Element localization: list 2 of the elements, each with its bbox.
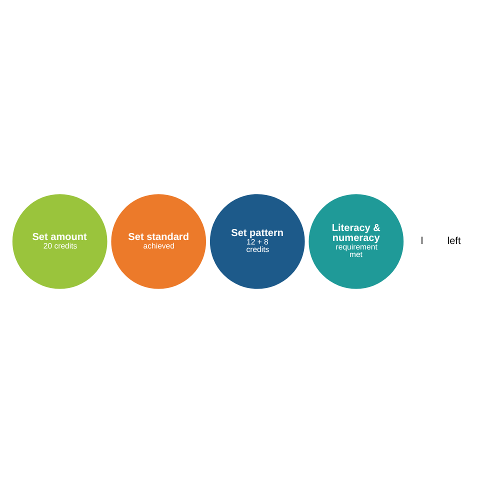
label: left (447, 236, 461, 247)
label: l (420, 236, 424, 247)
